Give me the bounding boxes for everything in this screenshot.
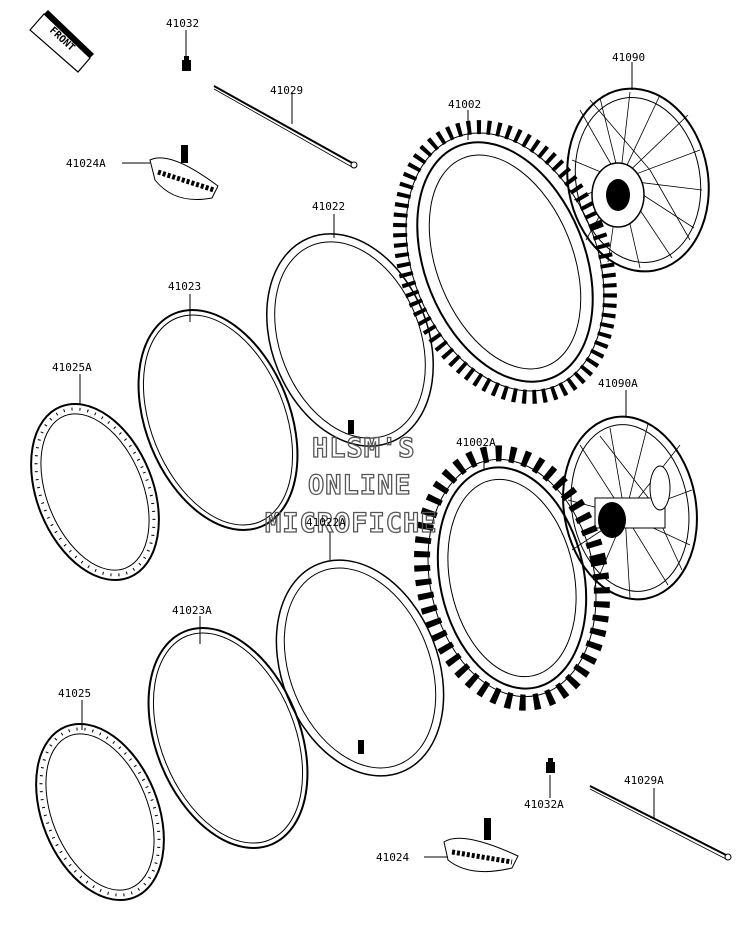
label-41002A: 41002A bbox=[456, 436, 496, 449]
rim-lock-41024A bbox=[122, 145, 219, 201]
label-41024: 41024 bbox=[376, 851, 409, 864]
label-41029A: 41029A bbox=[624, 774, 664, 787]
rim-band-41023A bbox=[147, 616, 309, 849]
label-41002: 41002 bbox=[448, 98, 481, 111]
wheel-41090 bbox=[566, 62, 710, 273]
rim-41025 bbox=[35, 700, 165, 902]
label-41025A: 41025A bbox=[52, 361, 92, 374]
label-41023A: 41023A bbox=[172, 604, 212, 617]
rim-band-41023 bbox=[137, 294, 299, 531]
valve-41032 bbox=[182, 30, 191, 71]
label-41032: 41032 bbox=[166, 17, 199, 30]
tyre-41002A bbox=[414, 445, 610, 711]
watermark-line-3: MICROFICHE bbox=[265, 508, 438, 539]
label-41024A: 41024A bbox=[66, 157, 106, 170]
label-41090: 41090 bbox=[612, 51, 645, 64]
rim-41025A bbox=[30, 374, 160, 582]
label-41022A: 41022A bbox=[306, 516, 346, 529]
label-41029: 41029 bbox=[270, 84, 303, 97]
label-41023: 41023 bbox=[168, 280, 201, 293]
front-arrow: FRONT bbox=[29, 10, 94, 73]
label-41022: 41022 bbox=[312, 200, 345, 213]
spoke-41029 bbox=[213, 85, 358, 169]
tube-41022A bbox=[275, 532, 445, 777]
watermark-line-1: HLSM'S bbox=[312, 433, 416, 464]
label-41032A: 41032A bbox=[524, 798, 564, 811]
part-labels: 41032 41029 41024A 41002 41090 41022 410… bbox=[52, 17, 664, 864]
spoke-41029A bbox=[589, 785, 732, 861]
wheel-41090A bbox=[562, 390, 698, 601]
rim-lock-41024 bbox=[424, 818, 519, 873]
watermark-line-2: ONLINE bbox=[308, 470, 412, 501]
tyre-41002 bbox=[393, 110, 617, 404]
valve-41032A bbox=[546, 758, 555, 798]
label-41090A: 41090A bbox=[598, 377, 638, 390]
tube-41022 bbox=[266, 214, 434, 447]
label-41025: 41025 bbox=[58, 687, 91, 700]
watermark: HLSM'S ONLINE MICROFICHE bbox=[264, 432, 438, 539]
